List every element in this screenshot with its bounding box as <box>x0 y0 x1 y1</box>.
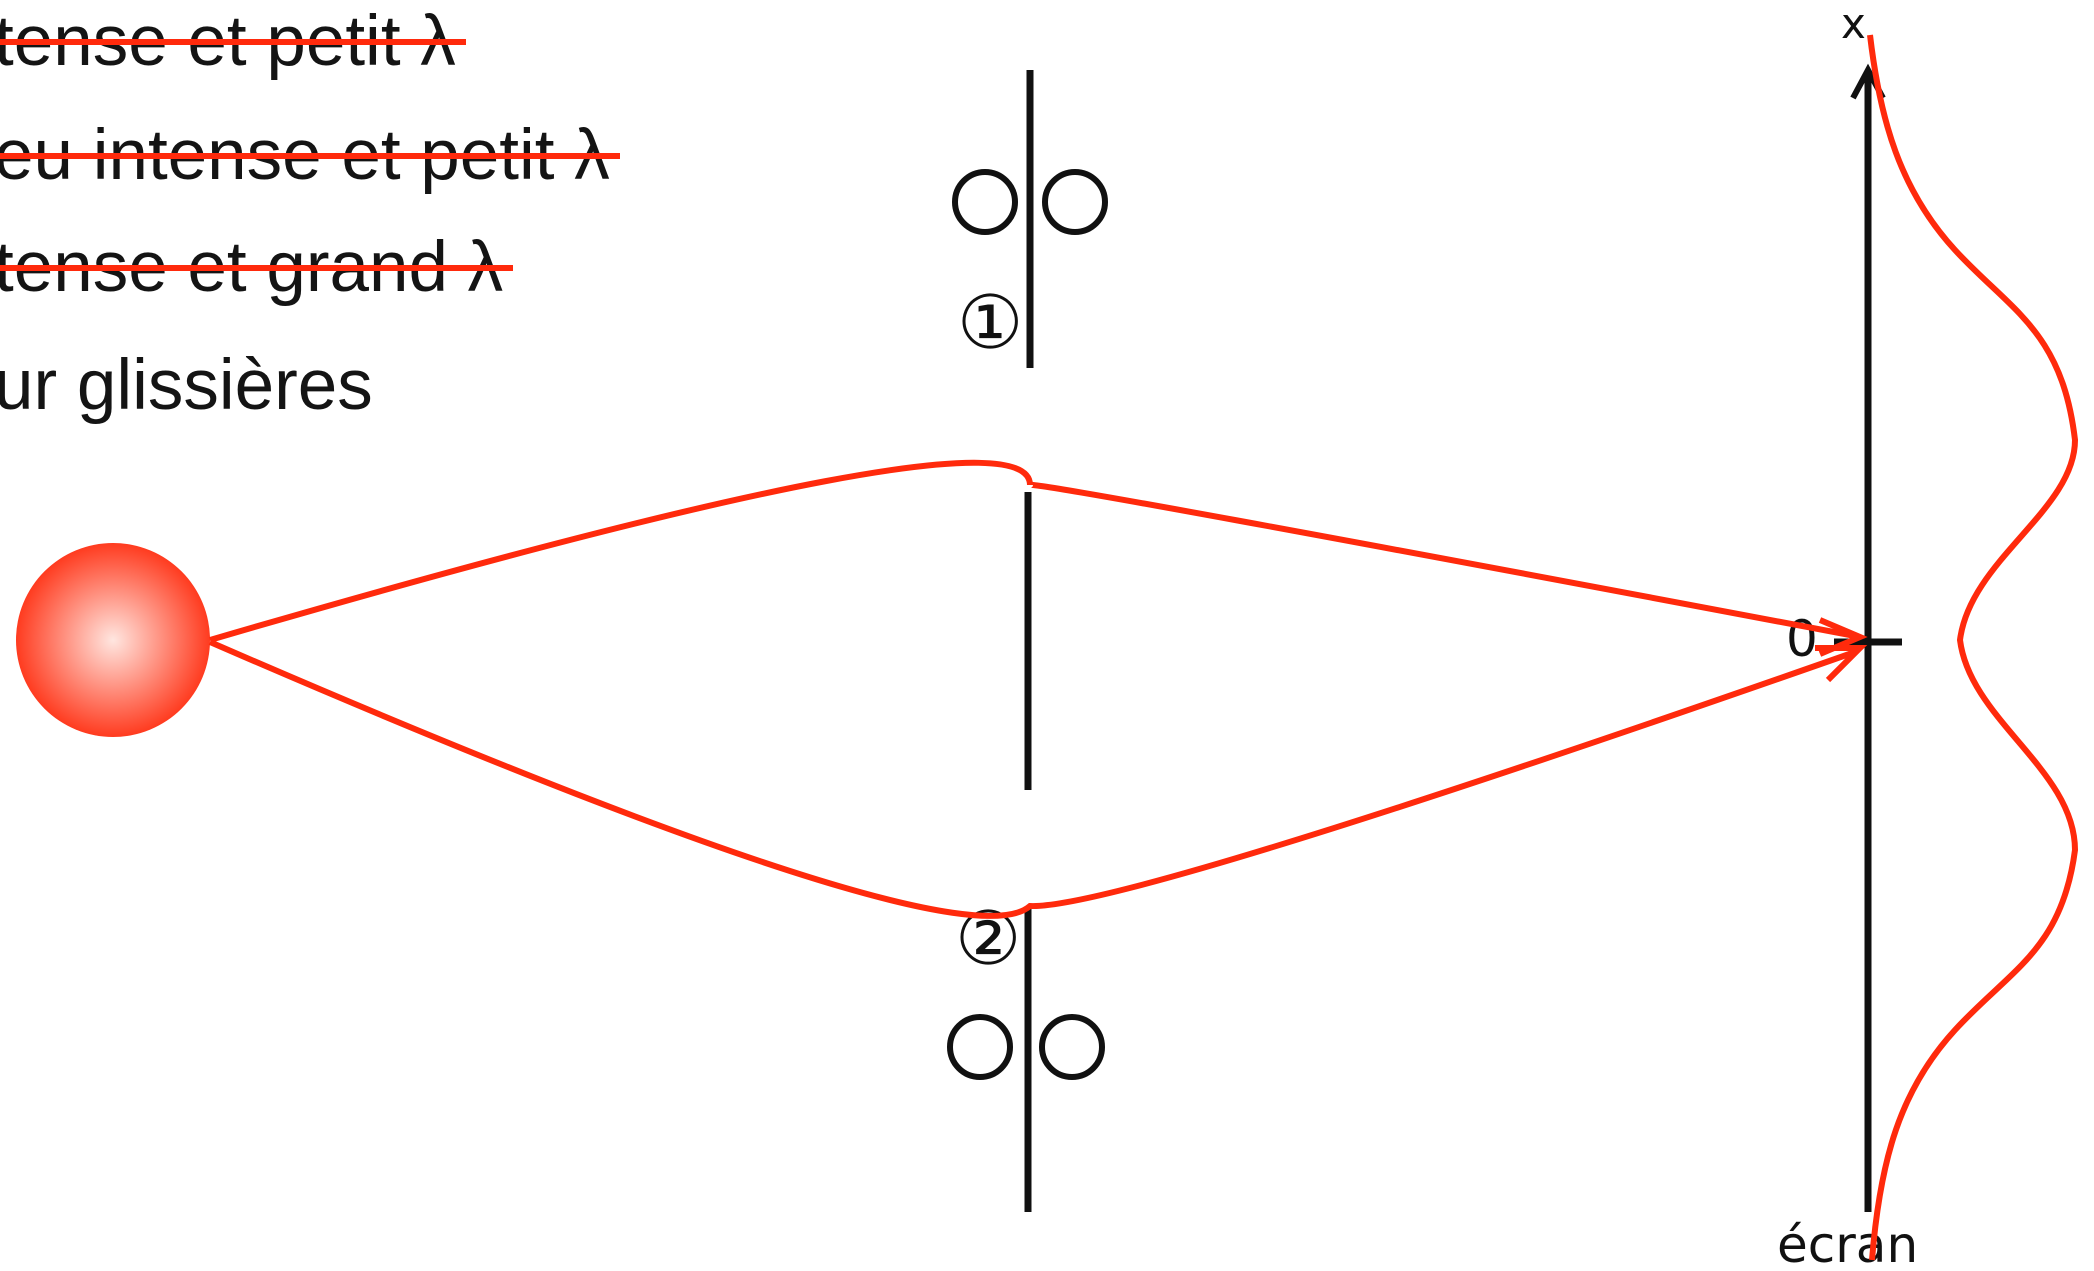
list-item-4: ur glissières <box>0 350 373 421</box>
roller-1-right <box>1042 169 1108 235</box>
origin-label: 0 <box>1786 610 1818 668</box>
slit-label-1: ① <box>957 280 1023 366</box>
strike-line-3 <box>0 264 514 271</box>
list-item-4-text: ur glissières <box>0 346 373 425</box>
lower-ray <box>208 639 1856 919</box>
list-item-1: tense et petit λ <box>0 6 466 77</box>
roller-2-right <box>1039 1014 1105 1080</box>
list-item-2: eu intense et petit λ <box>0 120 620 191</box>
strike-line-2 <box>0 152 620 159</box>
upper-ray <box>209 459 1856 643</box>
strike-line-1 <box>0 38 466 45</box>
lower-ray-arrowhead <box>1815 645 1868 683</box>
light-source <box>16 543 210 737</box>
screen-label: écran <box>1777 1216 1918 1271</box>
slit-label-2: ② <box>955 896 1021 982</box>
list-item-3: tense et grand λ <box>0 232 514 303</box>
roller-1-left <box>952 169 1018 235</box>
intensity-profile <box>1867 34 2079 1261</box>
axis-x-label: x <box>1841 0 1866 48</box>
roller-2-left <box>947 1014 1013 1080</box>
